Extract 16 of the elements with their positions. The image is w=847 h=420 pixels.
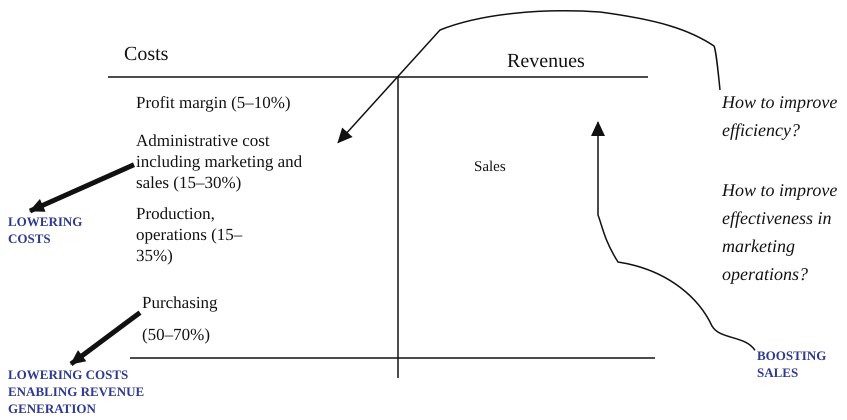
column-heading: Revenues xyxy=(507,50,585,73)
question-text: How to improve effectiveness in marketing operations? xyxy=(722,176,844,288)
arrow xyxy=(70,310,142,366)
cost-item-text: Purchasing (50–70%) xyxy=(142,287,242,351)
revenue-item-text: Sales xyxy=(474,157,534,178)
cost-item-text: Profit margin (5–10%) xyxy=(136,92,396,113)
arrow xyxy=(337,10,721,144)
strategy-label: BOOSTING SALES xyxy=(757,347,837,381)
strategy-label: LOWERING COSTS ENABLING REVENUE GENERATION xyxy=(8,366,188,417)
strategy-label: LOWERING COSTS xyxy=(8,213,118,247)
question-text: How to improve efficiency? xyxy=(722,88,842,144)
arrow xyxy=(591,121,756,351)
cost-item-text: Administrative cost including marketing and sales (15–30%) xyxy=(136,130,336,193)
arrow xyxy=(28,162,136,214)
column-heading: Costs xyxy=(124,43,168,66)
cost-item-text: Production, operations (15–35%) xyxy=(136,203,256,266)
